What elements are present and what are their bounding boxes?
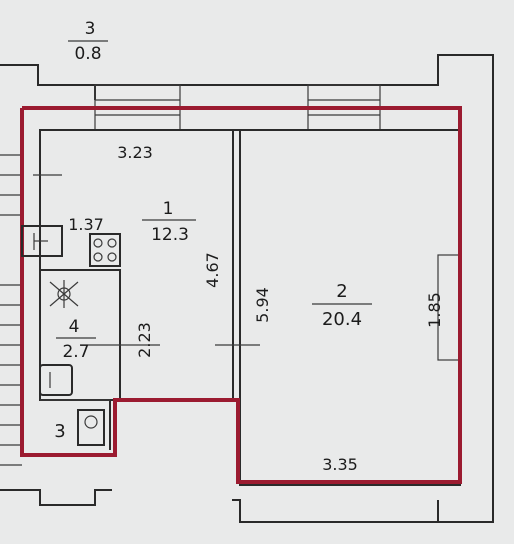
staircase xyxy=(0,154,22,466)
room-2-area: 20.4 xyxy=(322,309,362,330)
stove-icon xyxy=(89,233,121,267)
windows xyxy=(94,84,461,361)
dim-room2-side: 1.85 xyxy=(425,292,444,328)
room-2-number: 2 xyxy=(336,281,347,302)
room-3-number: 3 xyxy=(85,19,96,39)
room-4-area: 2.7 xyxy=(62,342,89,362)
dim-room1-width: 3.23 xyxy=(117,143,153,162)
dim-room2-width: 3.35 xyxy=(322,455,358,474)
dim-kitchen-height: 2.23 xyxy=(135,322,154,358)
room-3-area: 0.8 xyxy=(74,44,101,64)
dim-room2-height: 5.94 xyxy=(253,287,272,323)
dim-room1-height: 4.67 xyxy=(203,252,222,288)
room-1-area: 12.3 xyxy=(151,225,189,245)
room-4-number: 4 xyxy=(69,317,80,337)
apartment-boundary xyxy=(20,106,462,484)
room-3-bath-number: 3 xyxy=(54,421,65,442)
bathtub-icon xyxy=(39,364,73,396)
dim-kitchen-width: 1.37 xyxy=(68,215,104,234)
sink-icon xyxy=(21,225,63,257)
light-fixture-icon xyxy=(49,280,79,308)
room-1-number: 1 xyxy=(163,199,174,219)
toilet-icon xyxy=(77,409,105,446)
